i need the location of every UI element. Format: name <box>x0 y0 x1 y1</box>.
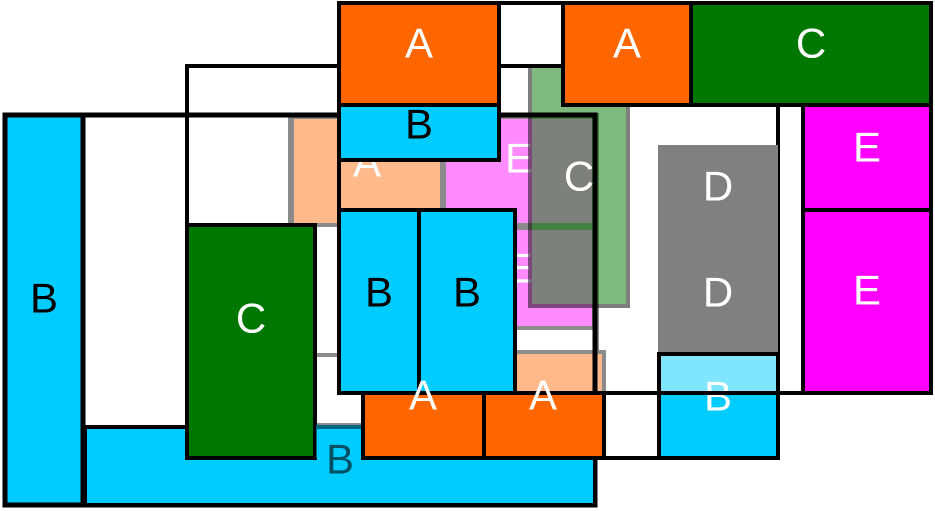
bottom-tile-label: A <box>409 372 437 419</box>
top-layer: A A C B B B A A E E <box>337 1 933 460</box>
middle-tile-label: B <box>704 373 732 420</box>
bottom-tile-label: A <box>529 372 557 419</box>
bottom-tile-orange-2 <box>482 391 606 460</box>
middle-tile-gray-top <box>658 145 778 250</box>
middle-tile-label: D <box>703 269 733 316</box>
top-tile-blue-small <box>337 103 501 162</box>
front-tile-blue-2 <box>417 208 517 395</box>
right-tile-magenta-bottom <box>801 208 933 395</box>
middle-tile-blue-bottom-fade <box>661 356 776 394</box>
middle-tile-gray-bottom <box>658 250 778 354</box>
front-tile-blue-tall <box>2 112 86 508</box>
front-tile-label: B <box>326 436 354 483</box>
right-tile-label: E <box>853 124 881 171</box>
top-tile-label: C <box>796 20 826 67</box>
front-tile-label: B <box>453 269 481 316</box>
middle-layer: C D D B <box>185 64 780 460</box>
front-tile-label: C <box>236 295 266 342</box>
top-tile-label: A <box>405 20 433 67</box>
bottom-tile-orange-1 <box>361 391 486 460</box>
top-tile-green-wide <box>689 1 933 107</box>
front-tile-label: B <box>30 275 58 322</box>
front-tile-green <box>185 223 317 460</box>
front-tile-label: B <box>365 269 393 316</box>
top-tile-orange-1 <box>337 1 501 107</box>
top-tile-label: A <box>613 20 641 67</box>
right-tile-label: E <box>853 267 881 314</box>
front-left-layer: B C B <box>2 112 598 508</box>
top-tile-label: B <box>405 101 433 148</box>
middle-tile-label: C <box>564 153 594 200</box>
middle-tile-label: D <box>703 163 733 210</box>
front-tile-blue-small <box>316 425 364 458</box>
